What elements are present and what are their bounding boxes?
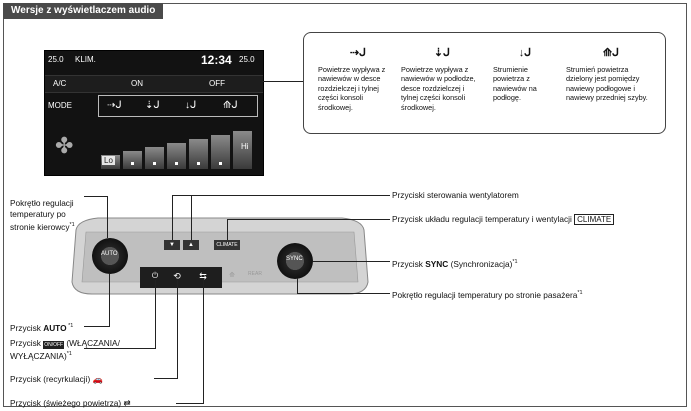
face-vent-icon: ⇢ᒍ <box>349 47 367 59</box>
fan-step-dot <box>175 162 178 165</box>
fan-leader-h <box>172 195 390 196</box>
ac-on-option[interactable]: ON <box>131 79 143 88</box>
sync-label: Przycisk SYNC (Synchronizacja)*1 <box>392 258 518 269</box>
mode-desc-2: ⇣ᒍ Powietrze wypływa z nawiewów w podłod… <box>401 47 483 112</box>
ac-label: A/C <box>53 79 67 88</box>
page-frame <box>3 3 687 407</box>
mode-defrost-floor-icon[interactable]: ⟰ᒍ <box>223 100 238 111</box>
clock: 12:34 <box>201 53 232 67</box>
mode-desc-1: ⇢ᒍ Powietrze wypływa z nawiewów w desce … <box>318 47 398 112</box>
fan-step[interactable] <box>123 151 142 169</box>
rear-defrost-button[interactable]: REAR <box>248 271 262 277</box>
fresh-leader-h <box>176 403 204 404</box>
fan-leader-v2 <box>191 195 192 240</box>
mode-desc-3: ↓ᒍ Strumienie powietrza z nawiewów na po… <box>493 47 557 103</box>
mode-text-3: Strumienie powietrza z nawiewów na podło… <box>493 64 537 103</box>
mode-callout: ⇢ᒍ Powietrze wypływa z nawiewów w desce … <box>303 32 666 134</box>
passenger-leader-h <box>297 293 390 294</box>
onoff-icon: ON/OFF <box>43 341 65 349</box>
mode-desc-4: ⟰ᒍ Strumień powietrza dzielony jest pomi… <box>566 47 656 103</box>
driver-knob-leader-h <box>84 196 108 197</box>
recirc-leader-h <box>154 378 178 379</box>
fan-step-dot <box>197 162 200 165</box>
fan-step[interactable] <box>189 139 208 169</box>
sync-leader <box>313 261 390 262</box>
climate-box: CLIMATE <box>574 214 615 225</box>
recirc-button[interactable]: ⟲ <box>173 271 181 281</box>
passenger-leader-v <box>297 278 298 293</box>
temp-right: 25.0 <box>239 55 255 64</box>
mode-face-icon[interactable]: ⇢ᒍ <box>107 100 122 111</box>
fan-step[interactable] <box>211 135 230 169</box>
climate-label: Przycisk układu regulacji temperatury i … <box>392 214 615 225</box>
driver-knob-label: Pokrętło regulacji temperatury po stroni… <box>10 198 75 232</box>
callout-leader <box>262 81 303 83</box>
onoff-button-label: Przycisk ON/OFF (WŁĄCZANIA/WYŁĄCZANIA)*1 <box>10 338 120 361</box>
fan-step[interactable] <box>145 147 164 169</box>
fan-icon: ✤ <box>55 133 74 158</box>
audio-display-screen: 25.0 KLIM. 12:34 25.0 A/C ON OFF MODE ⇢ᒍ… <box>44 50 264 176</box>
mode-face-floor-icon[interactable]: ⇣ᒍ <box>145 100 160 111</box>
driver-knob-leader <box>107 196 108 238</box>
passenger-temp-knob[interactable]: SYNC <box>277 243 313 279</box>
onoff-button[interactable]: ⏻ <box>151 271 159 280</box>
climate-button[interactable]: CLIMATE <box>214 240 240 250</box>
sync-button[interactable]: SYNC <box>286 256 303 262</box>
mode-floor-icon[interactable]: ↓ᒍ <box>185 100 197 111</box>
floor-defrost-vent-icon: ⟰ᒍ <box>602 47 620 59</box>
fan-lo-label: Lo <box>102 156 115 165</box>
face-floor-vent-icon: ⇣ᒍ <box>433 47 451 59</box>
fan-step[interactable] <box>233 131 252 169</box>
floor-vent-icon: ↓ᒍ <box>518 47 532 59</box>
section-tab: Wersje z wyświetlaczem audio <box>3 3 164 19</box>
driver-temp-knob[interactable]: AUTO <box>92 238 128 274</box>
recirc-car-icon: 🚗 <box>92 374 103 384</box>
climate-leader-h <box>227 219 390 220</box>
fresh-air-label: Przycisk (świeżego powietrza) ⇄ <box>10 398 131 408</box>
climate-leader-v <box>227 219 228 240</box>
auto-button-label: Przycisk AUTO *1 <box>10 322 74 333</box>
fan-down-button[interactable]: ▼ <box>164 240 180 250</box>
mode-selector[interactable]: ⇢ᒍ ⇣ᒍ ↓ᒍ ⟰ᒍ <box>98 95 258 117</box>
klim-label: KLIM. <box>75 55 96 64</box>
fresh-air-button[interactable]: ⇆ <box>199 271 207 281</box>
fan-step[interactable] <box>167 143 186 169</box>
fan-hi-label: Hi <box>241 142 249 151</box>
auto-leader-h <box>84 326 110 327</box>
fan-up-button[interactable]: ▲ <box>183 240 199 250</box>
mode-text-2: Powietrze wypływa z nawiewów w podłodze,… <box>401 64 476 112</box>
fresh-leader <box>203 280 204 404</box>
fresh-air-car-icon: ⇄ <box>123 398 131 408</box>
front-defrost-button[interactable]: ⟰ <box>229 272 235 279</box>
mode-text-4: Strumień powietrza dzielony jest pomiędz… <box>566 64 648 103</box>
passenger-knob-label: Pokrętło regulacji temperatury po stroni… <box>392 289 583 300</box>
onoff-leader <box>155 280 156 348</box>
auto-button[interactable]: AUTO <box>101 251 118 257</box>
fan-leader-v1 <box>172 195 173 240</box>
ac-row: A/C ON OFF <box>45 75 263 93</box>
mode-text-1: Powietrze wypływa z nawiewów w desce roz… <box>318 64 386 112</box>
recirc-label: Przycisk (recyrkulacji) 🚗 <box>10 374 103 384</box>
onoff-leader-h <box>84 348 156 349</box>
fan-buttons-label: Przyciski sterowania wentylatorem <box>392 190 519 200</box>
fan-step-dot <box>131 162 134 165</box>
fan-step-dot <box>219 162 222 165</box>
ac-off-option[interactable]: OFF <box>209 79 225 88</box>
recirc-leader <box>177 280 178 378</box>
fan-step-dot <box>153 162 156 165</box>
mode-label: MODE <box>48 101 72 110</box>
auto-leader <box>109 274 110 326</box>
temp-left: 25.0 <box>48 55 64 64</box>
